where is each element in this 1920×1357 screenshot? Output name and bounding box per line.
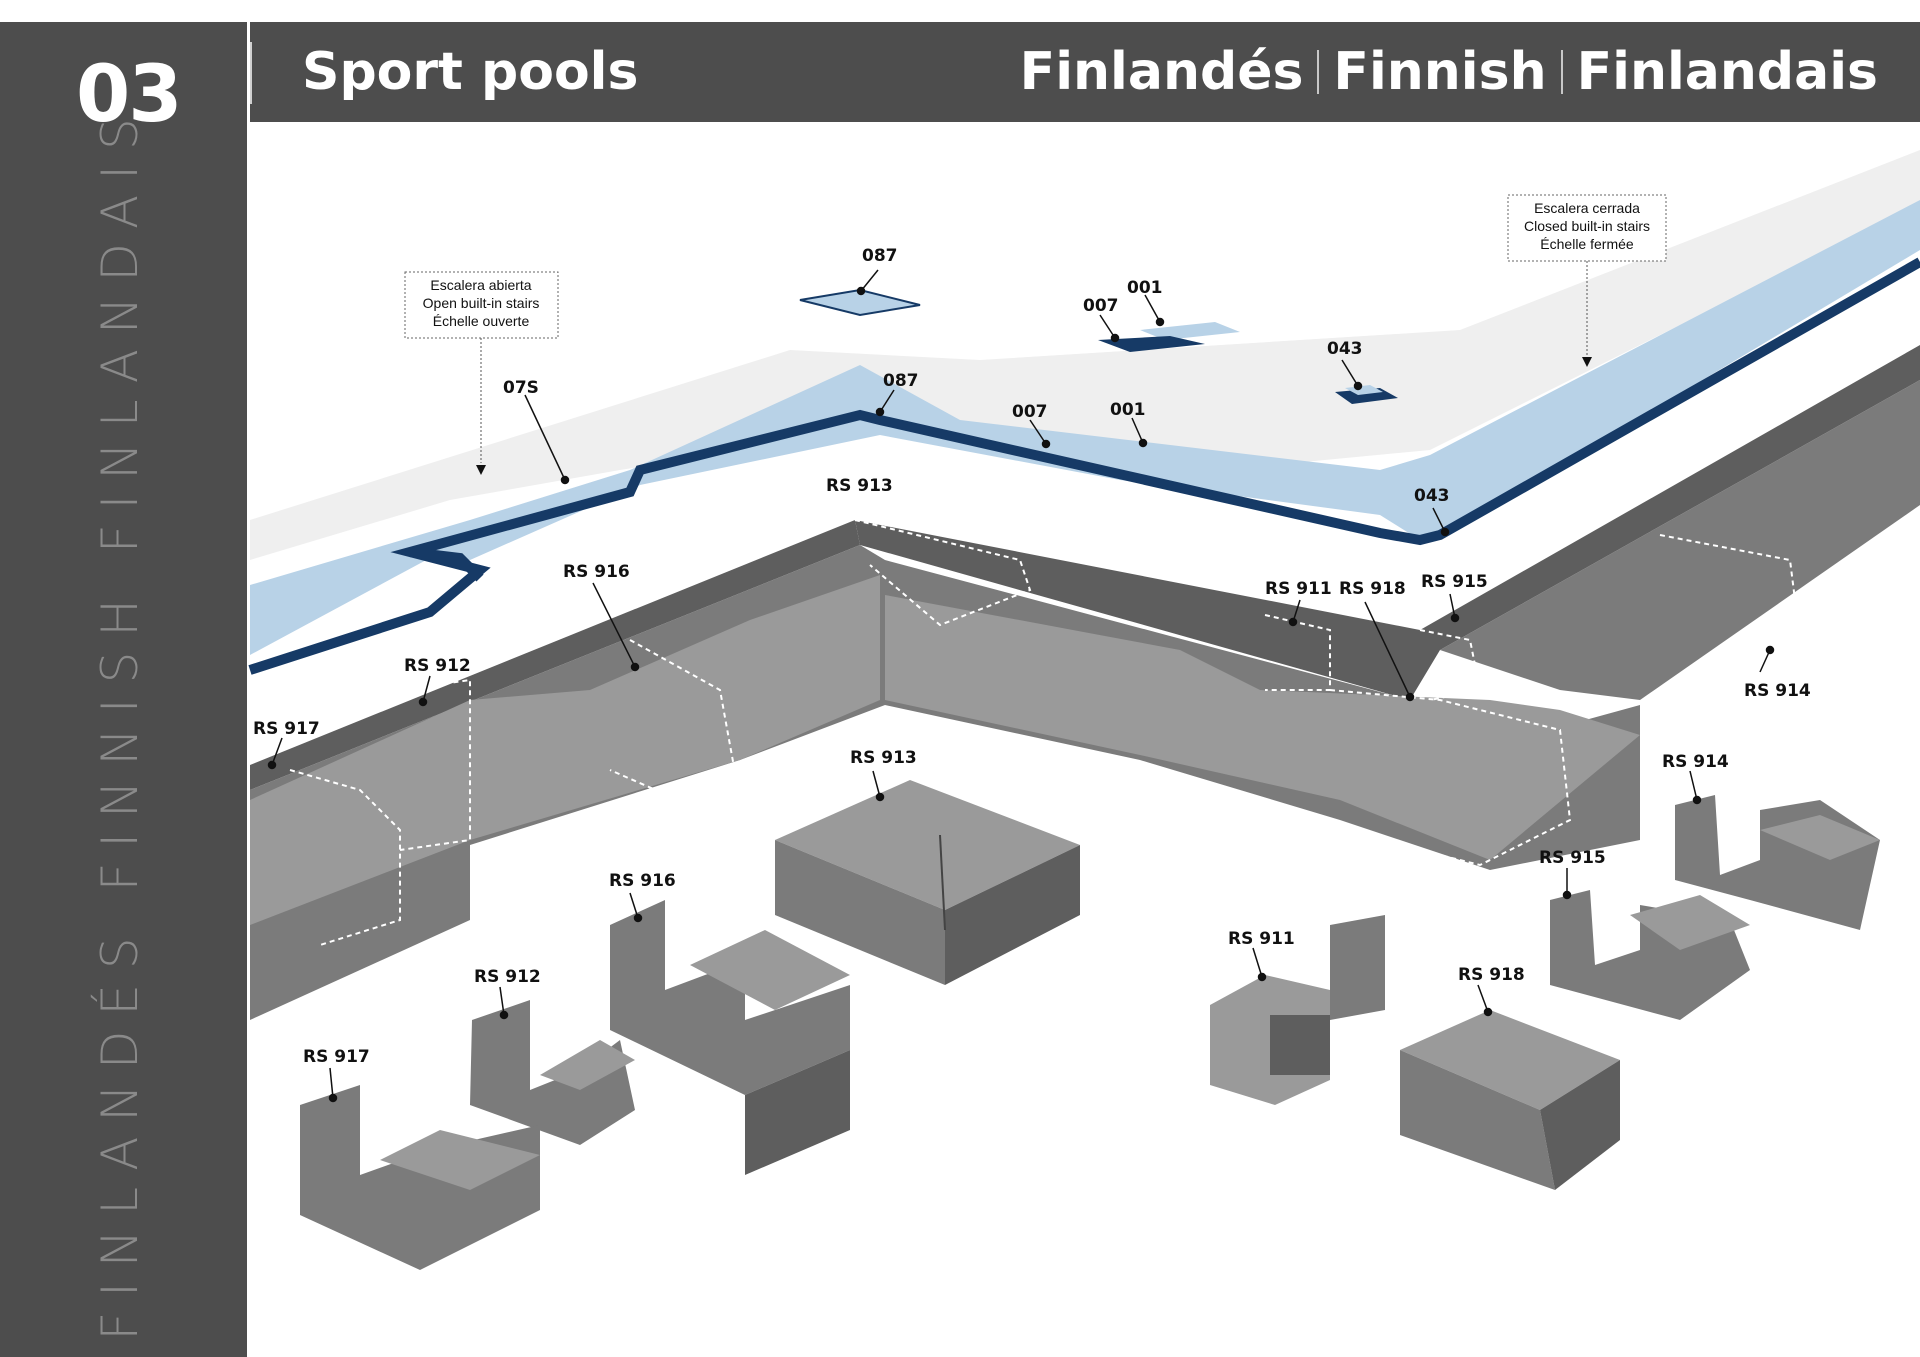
label-rs917-assembly: RS 917 [253,719,320,739]
concrete-wall-assembly [250,345,1920,1020]
pool-gutter-band [250,200,1920,655]
sidebar-panel: 03 FINLANDÉS FINNISH FINLANDAIS [0,22,247,1357]
pool-edge-dark-step [409,547,484,582]
part-labels: 087 001 007 043 07S 087 007 001 043 RS 9… [253,246,1811,1067]
tile-007-top [1098,336,1205,352]
label-rs914-assembly: RS 914 [1744,681,1811,701]
label-rs918-piece: RS 918 [1458,965,1525,985]
lang-french: Finlandais [1576,42,1878,102]
piece-rs916 [610,900,850,1175]
label-07s: 07S [503,378,539,398]
label-rs913-piece: RS 913 [850,748,917,768]
outline-rs915 [1419,629,1482,701]
exploded-pieces [300,780,1880,1270]
label-rs917-piece: RS 917 [303,1047,370,1067]
label-rs918-assembly: RS 918 [1339,579,1406,599]
piece-rs913 [775,780,1080,985]
chapter-number: 03 [76,50,183,140]
language-titles: Finlandés Finnish Finlandais [1020,46,1878,98]
label-rs915-piece: RS 915 [1539,848,1606,868]
wall-right-top [885,595,1640,860]
section-title: Sport pools [302,42,639,102]
header-divider [250,42,252,104]
pool-deck-assembly [248,150,1920,675]
note-closed-line1: Escalera cerrada [1534,200,1640,216]
tile-001-top [1140,322,1240,340]
note-open-line1: Escalera abierta [430,277,531,293]
label-rs915-assembly: RS 915 [1421,572,1488,592]
label-rs913-assembly: RS 913 [826,476,893,496]
outline-rs913 [854,519,1032,627]
outline-rs918 [1329,689,1572,867]
lang-separator [1317,50,1320,94]
note-open-line3: Échelle ouverte [433,313,530,329]
tile-087-top [799,288,921,317]
note-open-line2: Open built-in stairs [423,295,540,311]
label-rs914-piece: RS 914 [1662,752,1729,772]
note-closed-line3: Échelle fermée [1540,236,1634,252]
outline-rs917 [289,769,401,946]
label-rs912-assembly: RS 912 [404,656,471,676]
note-closed-line2: Closed built-in stairs [1524,218,1650,234]
piece-rs917 [300,1085,540,1270]
label-001-top: 001 [1127,278,1163,298]
piece-rs911 [1210,915,1385,1105]
label-007-mid: 007 [1012,402,1048,422]
label-007-top: 007 [1083,296,1119,316]
piece-rs915 [1550,890,1750,1020]
note-open-stairs: Escalera abierta Open built-in stairs Éc… [404,271,559,475]
wall-far-right [1440,380,1920,700]
piece-rs912 [470,1000,635,1145]
note-closed-stairs: Escalera cerrada Closed built-in stairs … [1507,194,1667,367]
lang-separator [1560,50,1563,94]
label-rs911-piece: RS 911 [1228,929,1295,949]
label-rs916-piece: RS 916 [609,871,676,891]
lang-spanish: Finlandés [1019,42,1304,102]
label-043-mid: 043 [1414,486,1450,506]
label-001-mid: 001 [1110,400,1146,420]
piece-rs918 [1400,1010,1620,1190]
wall-left-top [250,575,880,925]
outline-rs914 [1659,534,1802,651]
wall-left-top-edge [250,520,860,790]
wall-right-top-edge [855,345,1920,700]
label-087-mid: 087 [883,371,919,391]
label-043-top: 043 [1327,339,1363,359]
header-bar: Sport pools Finlandés Finnish Finlandais [250,22,1920,122]
label-rs911-assembly: RS 911 [1265,579,1332,599]
pool-edge-dark [248,257,1920,675]
lang-english: Finnish [1333,42,1547,102]
label-rs912-piece: RS 912 [474,967,541,987]
label-087-top: 087 [862,246,898,266]
leader-lines [267,269,1775,1103]
label-rs916-assembly: RS 916 [563,562,630,582]
piece-rs914 [1675,795,1880,930]
